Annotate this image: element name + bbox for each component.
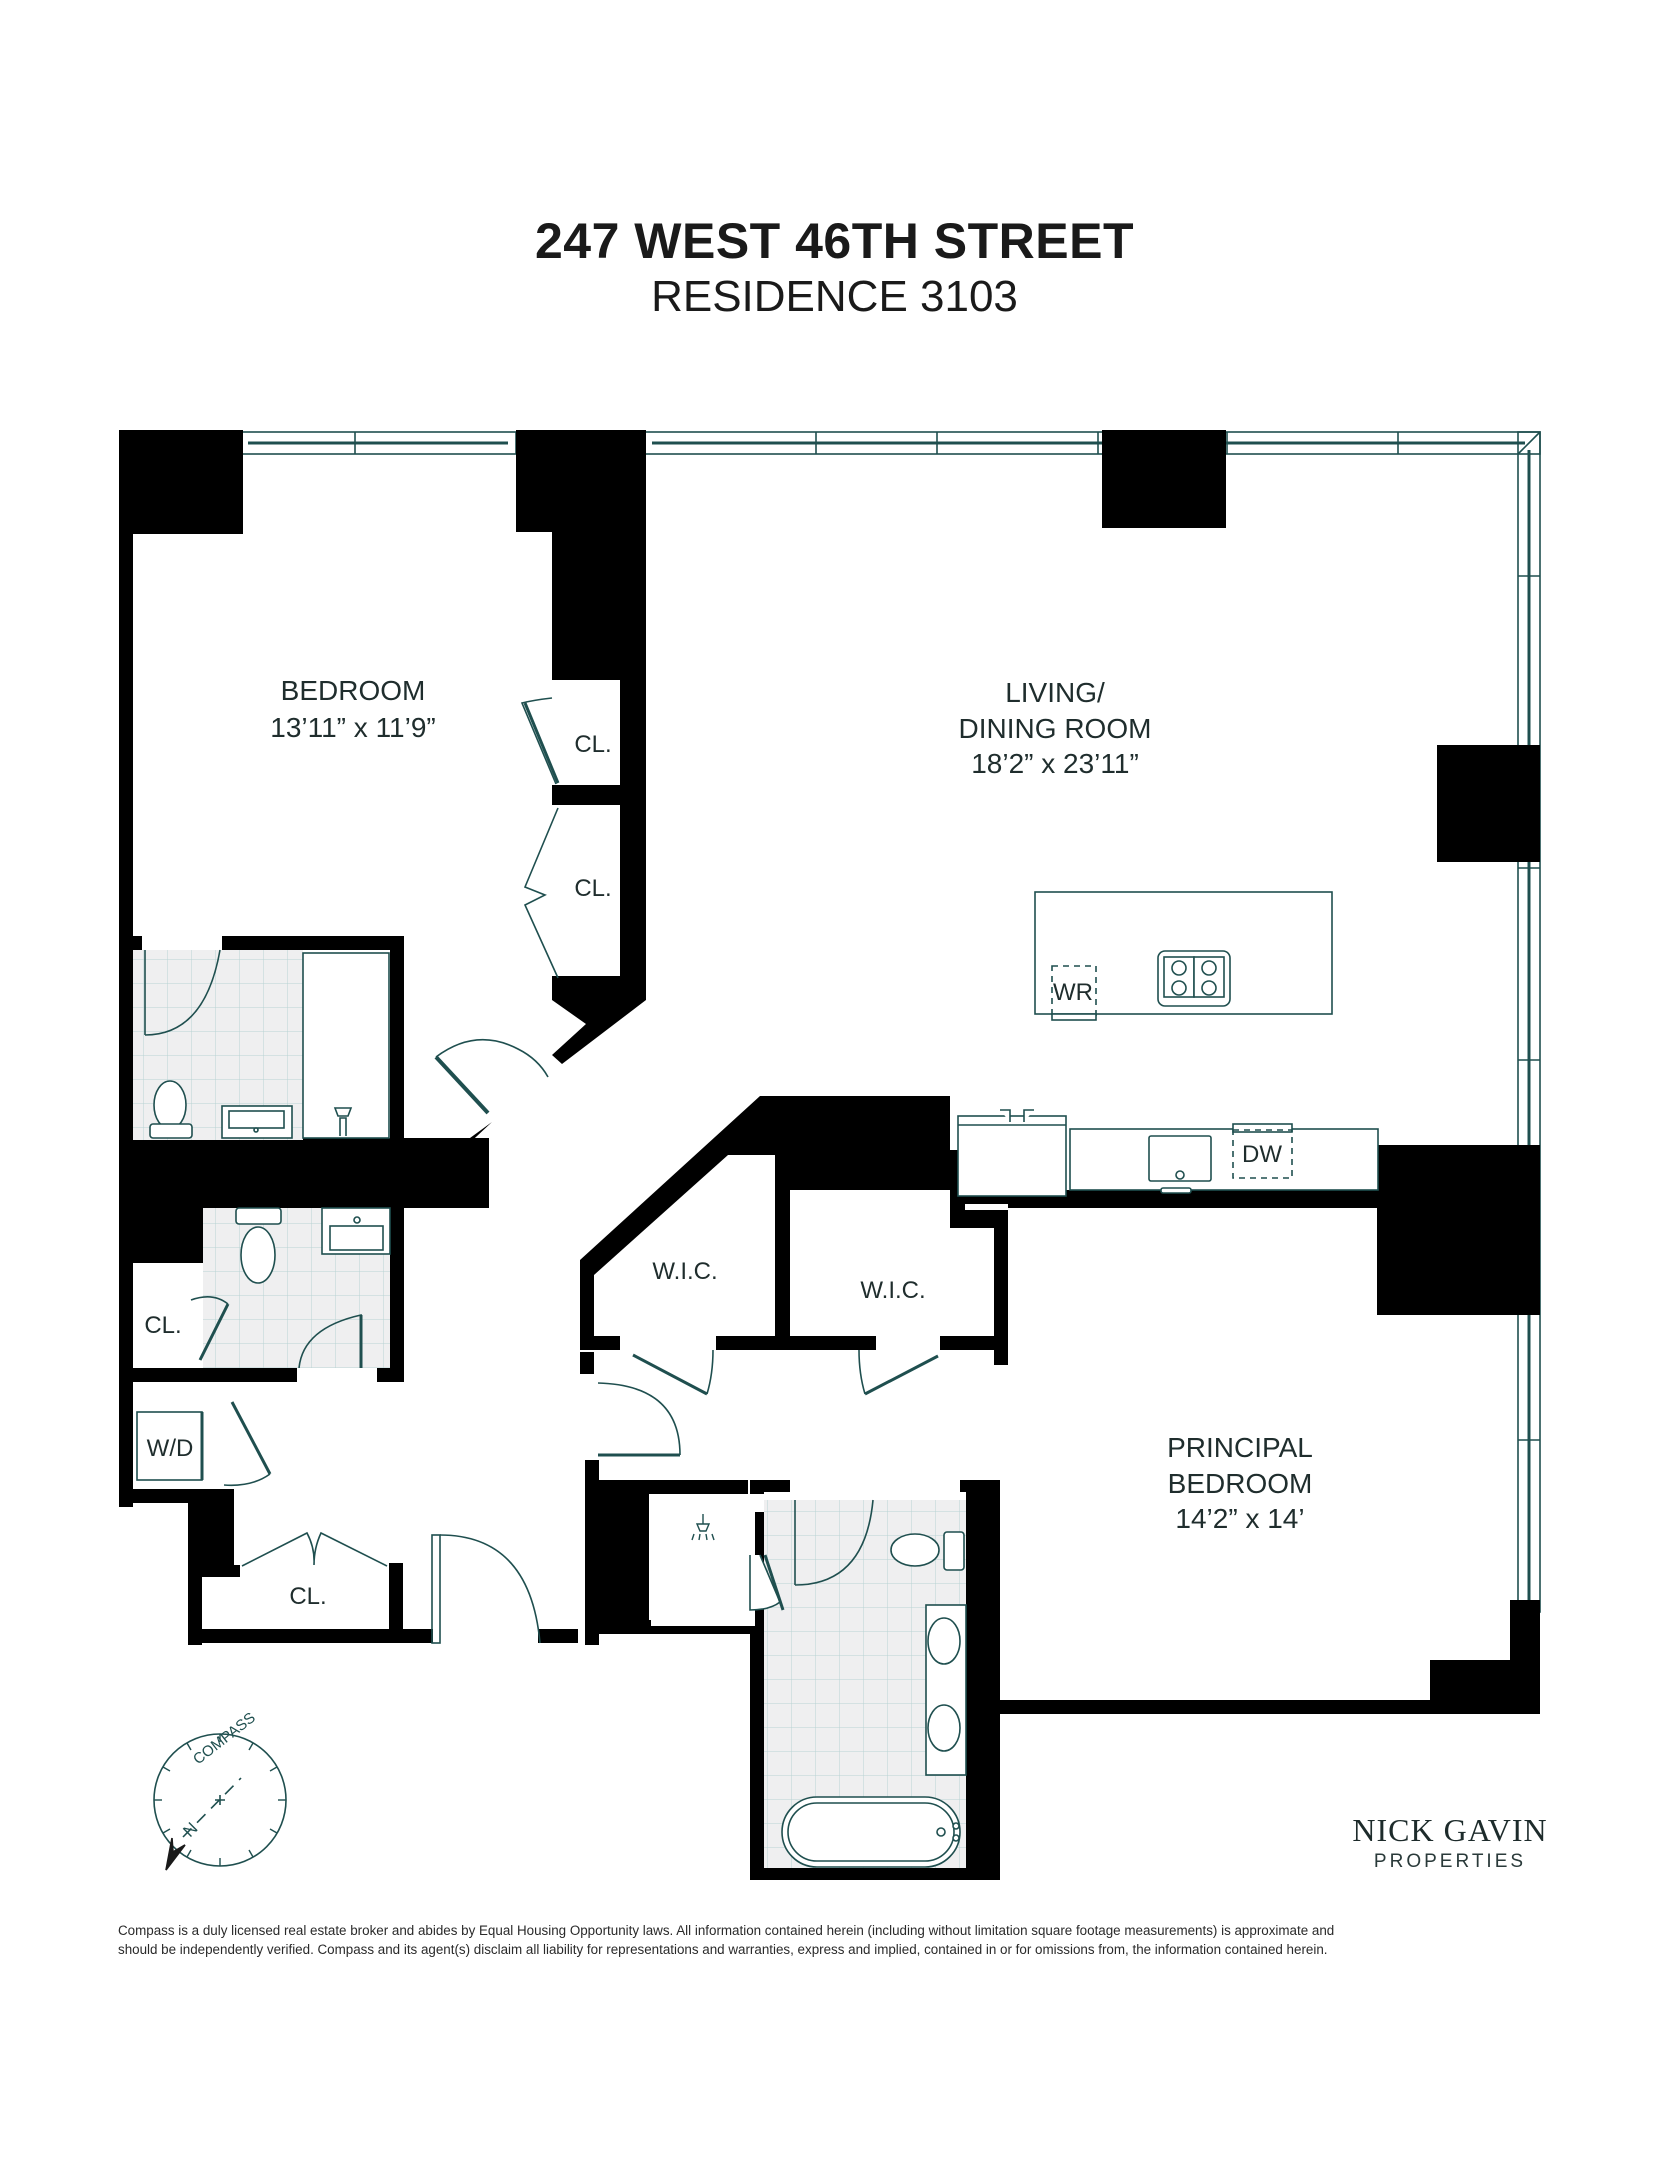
bedroom-bath-fixtures [142, 936, 390, 1139]
washer-dryer [136, 1401, 272, 1487]
wine-fridge-label: WR [1053, 979, 1093, 1006]
living-name-line2: DINING ROOM [959, 713, 1152, 744]
brand-name: NICK GAVIN [1352, 1812, 1548, 1848]
bedroom-name: BEDROOM [281, 675, 426, 706]
hall-closet-door[interactable] [190, 1296, 230, 1361]
entry-closet-doors[interactable] [241, 1531, 388, 1567]
entry-door[interactable] [431, 1534, 541, 1644]
shower-head-icon [691, 1514, 715, 1541]
compass-icon [153, 1733, 287, 1871]
wic-label-1: W.I.C. [652, 1258, 717, 1285]
bedroom-closet-doors [520, 697, 560, 979]
bedroom-dimensions: 13’11” x 11’9” [270, 712, 436, 743]
living-name-line1: LIVING/ [1005, 677, 1105, 708]
shower [651, 1506, 755, 1626]
principal-name-line2: BEDROOM [1168, 1468, 1313, 1499]
powder-room-fixtures [235, 1207, 391, 1382]
principal-name-line1: PRINCIPAL [1167, 1432, 1313, 1463]
residence-number: RESIDENCE 3103 [651, 272, 1018, 321]
principal-dimensions: 14’2” x 14’ [1175, 1503, 1304, 1534]
hall-closet [133, 1270, 189, 1368]
walls [119, 430, 1540, 1880]
wic-doors[interactable] [597, 1349, 939, 1457]
washer-dryer-label: W/D [147, 1435, 194, 1462]
disclaimer-line-1: Compass is a duly licensed real estate b… [118, 1923, 1335, 1938]
bedroom-closet-label-1: CL. [574, 731, 611, 758]
kitchen-counter [957, 1109, 1379, 1197]
wic-label-2: W.I.C. [860, 1277, 925, 1304]
window-wall-north [239, 431, 1541, 455]
legal-disclaimer: Compass is a duly licensed real estate b… [118, 1921, 1558, 1959]
brand-subtitle: PROPERTIES [1373, 1851, 1527, 1872]
master-bath-fixtures [749, 1488, 967, 1868]
hall-closet-label: CL. [144, 1312, 181, 1339]
kitchen-island [1034, 891, 1333, 1021]
bedroom-closet-label-2: CL. [574, 875, 611, 902]
bedroom-door[interactable] [434, 1038, 549, 1115]
disclaimer-line-2: should be independently verified. Compas… [118, 1942, 1328, 1957]
compass-label: COMPASS [190, 1709, 259, 1768]
entry-closet-label: CL. [289, 1583, 326, 1610]
property-address: 247 WEST 46TH STREET [534, 213, 1135, 269]
living-dimensions: 18’2” x 23’11” [971, 748, 1139, 779]
window-wall-east [1517, 431, 1541, 1613]
brand-logo: NICK GAVIN PROPERTIES [1330, 1812, 1570, 1873]
dishwasher-label: DW [1242, 1141, 1282, 1168]
